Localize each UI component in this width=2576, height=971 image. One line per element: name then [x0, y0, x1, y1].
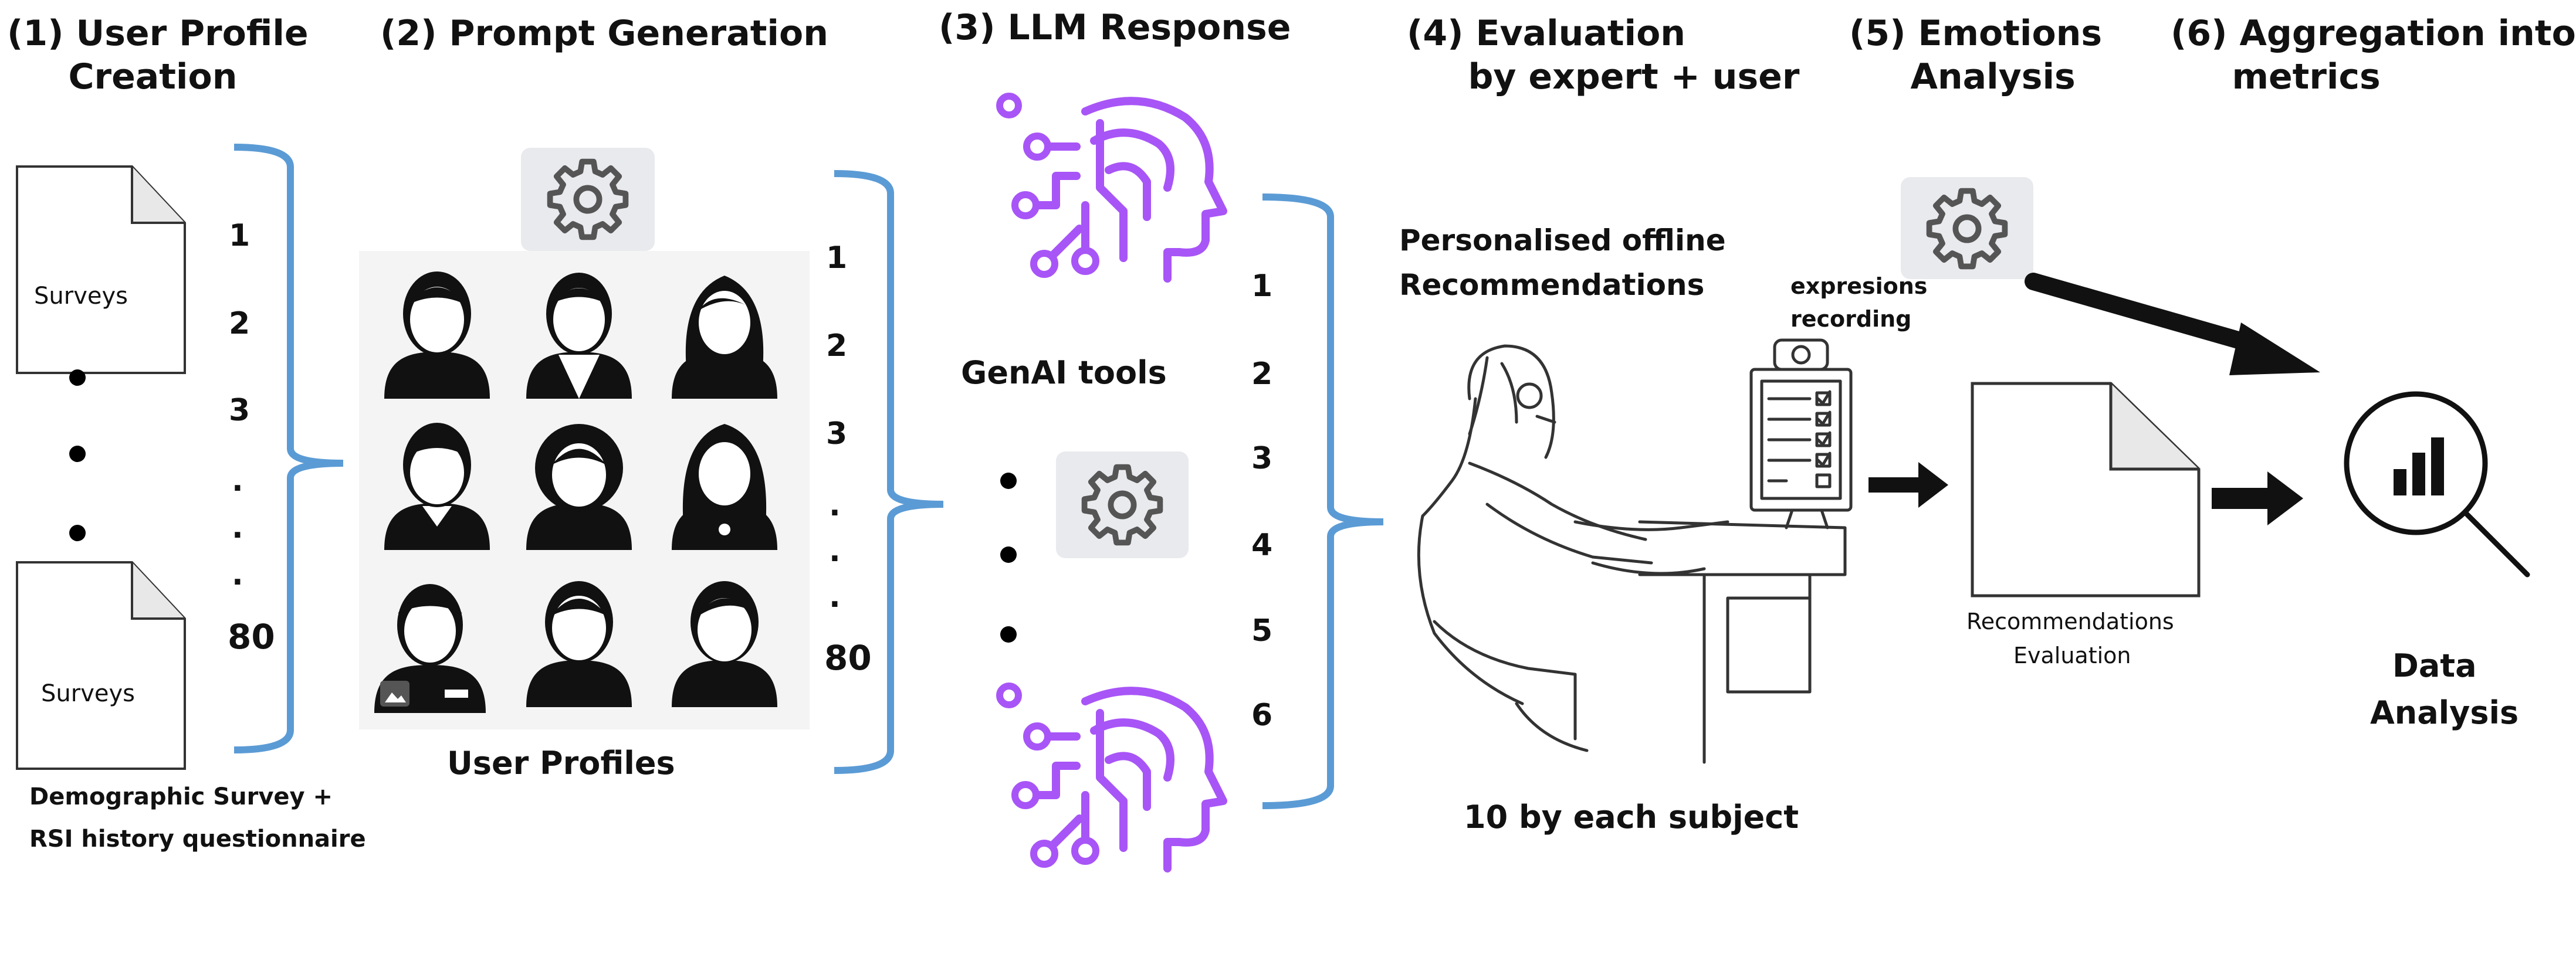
user-profiles-caption: User Profiles: [447, 745, 675, 782]
avatar-worker-icon: [374, 584, 486, 713]
tool-number: 3: [1251, 441, 1273, 476]
evaluation-caption-line2: Evaluation: [2013, 643, 2131, 668]
avatar-man-vest-icon: [526, 273, 632, 399]
profile-number: 80: [824, 638, 872, 678]
avatar-man-shirt-icon: [384, 423, 490, 550]
profile-number: .: [232, 510, 243, 545]
profile-number: 1: [826, 240, 848, 276]
ellipsis-dot: [69, 525, 86, 541]
step-5-title: (5) Emotions Analysis: [1849, 13, 2103, 97]
avatar-man-icon: [384, 271, 490, 399]
survey-caption-line1: Demographic Survey +: [29, 783, 333, 810]
tool-number: 6: [1251, 698, 1273, 733]
ai-brain-icon-top: [996, 93, 1227, 283]
tool-number: 2: [1251, 357, 1273, 392]
ellipsis-dot: [1000, 473, 1017, 489]
profile-number: .: [232, 463, 243, 498]
avatar-woman-long-hair-icon: [672, 424, 777, 550]
profile-number: 2: [229, 306, 251, 341]
profile-number: 2: [826, 328, 848, 364]
profile-number: 3: [826, 416, 848, 451]
profile-number: 80: [228, 617, 275, 657]
genai-tools-label: GenAI tools: [961, 354, 1167, 391]
survey-caption-line2: RSI history questionnaire: [29, 826, 366, 853]
step-3-title: (3) LLM Response: [939, 7, 1291, 48]
tool-number: 1: [1251, 269, 1273, 304]
evaluation-document: [1971, 382, 2201, 597]
avatar-woman-icon: [672, 276, 777, 399]
magnifier-chart-icon: [2344, 391, 2530, 578]
step-2-title: (2) Prompt Generation: [380, 13, 828, 54]
gear-box: [1901, 177, 2033, 279]
step-6-title: (6) Aggregation into metrics: [2171, 13, 2576, 97]
bracket-1: [233, 144, 344, 753]
profile-number: .: [232, 557, 243, 592]
step-1-title: (1) User Profile Creation: [7, 13, 309, 97]
evaluation-caption-line1: Recommendations: [1966, 609, 2174, 634]
survey-document-bottom: [16, 561, 186, 770]
avatar-woman-bob-icon: [526, 424, 632, 550]
recommendations-count-caption: 10 by each subject: [1464, 799, 1799, 836]
data-analysis-label-line2: Analysis: [2370, 694, 2519, 731]
tool-number: 4: [1251, 528, 1273, 563]
ellipsis-dot: [69, 446, 86, 462]
survey-document-top-label: Surveys: [34, 283, 128, 310]
data-analysis-label-line1: Data: [2392, 647, 2477, 684]
arrow-right: [2212, 471, 2303, 525]
survey-document-top: [16, 165, 186, 374]
user-at-computer-illustration: [1417, 338, 1853, 764]
survey-document-bottom-label: Surveys: [41, 680, 135, 707]
gear-icon: [547, 158, 629, 240]
ellipsis-dot: [1000, 546, 1017, 563]
profile-number: 1: [229, 218, 251, 253]
arrow-diagonal: [2025, 273, 2320, 375]
bracket-3: [1262, 193, 1384, 809]
bracket-2: [834, 170, 944, 774]
ellipsis-dot: [69, 369, 86, 386]
step-4-title: (4) Evaluation by expert + user: [1407, 13, 1800, 97]
gear-box: [521, 148, 655, 251]
avatar-man-round-icon: [526, 581, 632, 707]
profile-number: .: [829, 488, 841, 523]
ellipsis-dot: [1000, 626, 1017, 643]
ai-brain-icon-bottom: [996, 683, 1227, 872]
recommendations-title: Personalised offline Recommendations: [1399, 223, 1726, 302]
profile-number: 3: [229, 393, 251, 428]
avatar-man-short-icon: [672, 581, 777, 707]
recording-label: expresions recording: [1790, 273, 1928, 332]
tool-number: 5: [1251, 613, 1273, 649]
arrow-right: [1868, 462, 1948, 508]
gear-icon: [1926, 188, 2008, 270]
profile-number: .: [829, 579, 841, 614]
gear-icon: [1081, 464, 1163, 546]
profile-number: .: [829, 534, 841, 569]
